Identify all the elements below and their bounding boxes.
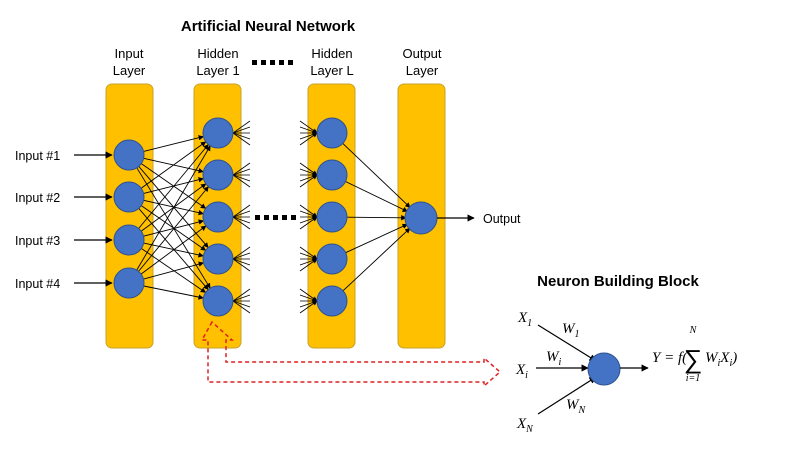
stub-out-h1n4-4: [232, 258, 251, 266]
stub-in-hln5-5: [299, 300, 318, 314]
stub-out-h1n2-2: [232, 168, 251, 176]
hidden-layer-1-label-line1: Hidden: [197, 46, 238, 61]
conn-input4-h1n2: [138, 186, 209, 272]
hidden1-neuron-1: [202, 117, 234, 149]
hidden-layer-l-label-line1: Hidden: [311, 46, 352, 61]
input-layer-label-line1: Input: [115, 46, 144, 61]
neuron-block-title: Neuron Building Block: [537, 273, 699, 290]
hiddenl-neuron-1: [316, 117, 348, 149]
stub-out-h1n3-2: [232, 210, 251, 218]
neurons: [113, 117, 438, 317]
stub-out-h1n4-5: [232, 258, 251, 272]
w1-symbol: W1: [562, 321, 580, 340]
conn-input4-h1n3: [140, 225, 207, 275]
conn-input1-h1n1: [143, 135, 204, 152]
input-layer-label-line2: Layer: [113, 63, 146, 78]
hidden1-neuron-3: [202, 201, 234, 233]
hidden1-neuron-5: [202, 285, 234, 317]
dashed-link-arrow: [200, 320, 502, 388]
stub-out-h1n2-4: [232, 174, 251, 182]
input-neuron-2: [113, 181, 145, 213]
sum-lower-limit: i=1: [686, 373, 701, 384]
hiddenl-neuron-2: [316, 159, 348, 191]
conn-input3-h1n1: [138, 144, 209, 229]
input-neuron-3: [113, 224, 145, 256]
output-neuron: [404, 201, 438, 235]
output-layer-label-line2: Layer: [406, 63, 439, 78]
conn-input3-h1n5: [141, 248, 207, 293]
sum-upper-limit: N: [689, 325, 698, 336]
x1-symbol: X1: [517, 310, 532, 329]
stub-out-h1n2-1: [232, 162, 251, 176]
stub-in-hln1-5: [299, 132, 318, 146]
stub-out-h1n5-4: [232, 300, 251, 308]
wn-symbol: WN: [566, 397, 587, 416]
xn-arrow: [537, 376, 597, 415]
stub-out-h1n5-5: [232, 300, 251, 314]
conn-hln4-output: [345, 223, 408, 254]
stub-out-h1n1-4: [232, 132, 251, 140]
diagram-title: Artificial Neural Network: [181, 18, 356, 35]
stub-out-h1n5-1: [232, 288, 251, 302]
hidden1-neuron-2: [202, 159, 234, 191]
input-label-2: Input #2: [15, 191, 60, 205]
output-label: Output: [483, 212, 521, 226]
stub-out-h1n2-5: [232, 174, 251, 188]
conn-input4-h1n5: [143, 285, 204, 300]
conn-input4-h1n4: [143, 261, 205, 280]
stub-out-h1n5-2: [232, 294, 251, 302]
equation-term: WiXi): [705, 350, 737, 369]
conn-input2-h1n5: [138, 208, 209, 291]
conn-input2-h1n1: [140, 141, 207, 189]
x1-arrow: [537, 324, 597, 362]
stub-in-hln4-5: [299, 258, 318, 272]
stub-out-h1n1-2: [232, 126, 251, 134]
input-label-1: Input #1: [15, 149, 60, 163]
stub-out-h1n4-2: [232, 252, 251, 260]
hidden-layer-1-label-line2: Layer 1: [196, 63, 239, 78]
wi-symbol: Wi: [546, 349, 562, 368]
xi-symbol: Xi: [515, 362, 528, 381]
conn-input2-h1n4: [141, 205, 207, 251]
hiddenl-neuron-3: [316, 201, 348, 233]
hiddenl-neuron-5: [316, 285, 348, 317]
stub-in-hln2-5: [299, 174, 318, 188]
conn-hln3-output: [346, 215, 407, 221]
hiddenl-neuron-4: [316, 243, 348, 275]
input-label-4: Input #4: [15, 277, 60, 291]
conn-hln2-output: [345, 181, 408, 212]
ellipsis-dots-top: [252, 60, 293, 65]
stub-in-hln3-5: [299, 216, 318, 230]
equation-lhs: Y = f(: [652, 350, 688, 366]
input-layer-bar: [105, 83, 154, 349]
hidden-layer-l-label-line2: Layer L: [310, 63, 353, 78]
sum-symbol: ∑: [684, 344, 703, 374]
hidden1-neuron-4: [202, 243, 234, 275]
stub-out-h1n3-4: [232, 216, 251, 224]
input-neuron-1: [113, 139, 145, 171]
connections: [136, 120, 411, 314]
input-label-3: Input #3: [15, 234, 60, 248]
output-layer-label-line1: Output: [402, 46, 441, 61]
conn-hln5-output: [342, 227, 411, 292]
building-block-neuron: [587, 352, 621, 386]
stub-out-h1n3-1: [232, 204, 251, 218]
stub-out-h1n1-5: [232, 132, 251, 146]
ellipsis-dots-middle: [255, 215, 296, 220]
stub-out-h1n4-1: [232, 246, 251, 260]
xn-symbol: XN: [516, 416, 534, 435]
stub-out-h1n3-5: [232, 216, 251, 230]
stub-out-h1n1-1: [232, 120, 251, 134]
input-neuron-4: [113, 267, 145, 299]
conn-input4-h1n1: [136, 145, 211, 271]
conn-hln1-output: [342, 143, 411, 208]
